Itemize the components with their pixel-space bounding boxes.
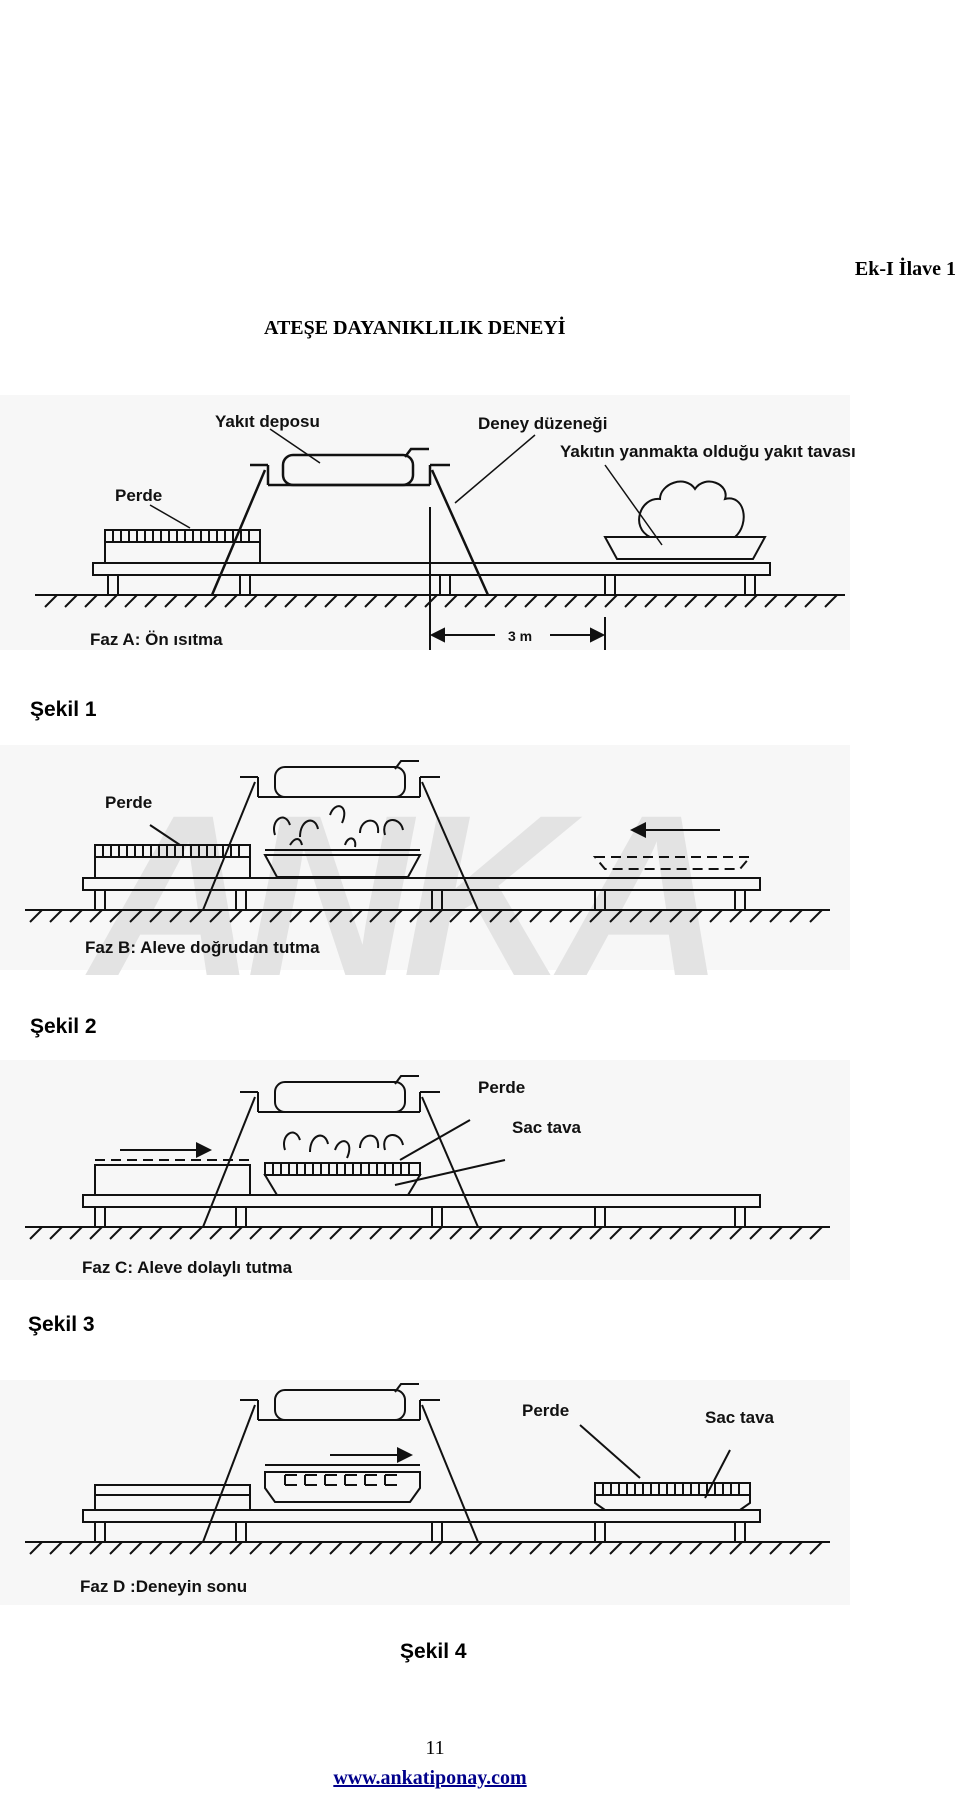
figure-4-diagram: Perde Sac tava Faz D :Deneyin sonu <box>0 1380 850 1605</box>
figure-2-diagram: ANKA Perde Faz B: Aleve doğrudan tutma <box>0 745 850 975</box>
figure-4-label: Şekil 4 <box>400 1640 467 1663</box>
label-distance: 3 m <box>508 628 532 644</box>
rail <box>93 563 770 595</box>
annex-label: Ek-I İlave 1 <box>854 258 956 280</box>
caption-phase-b: Faz B: Aleve doğrudan tutma <box>85 938 320 957</box>
figure-1-diagram: Yakıt deposu Deney düzeneği Yakıtın yanm… <box>0 395 856 650</box>
label-sheet-tray: Sac tava <box>512 1118 582 1137</box>
caption-phase-d: Faz D :Deneyin sonu <box>80 1577 247 1596</box>
screen-rack <box>105 530 260 563</box>
page-title: ATEŞE DAYANIKLILIK DENEYİ <box>264 317 566 339</box>
caption-phase-a: Faz A: Ön ısıtma <box>90 630 223 649</box>
caption-phase-c: Faz C: Aleve dolaylı tutma <box>82 1258 293 1277</box>
label-screen: Perde <box>522 1401 569 1420</box>
label-burning-tray: Yakıtın yanmakta olduğu yakıt tavası <box>560 442 856 461</box>
figure-3-diagram: Perde Sac tava Faz C: Aleve dolaylı tutm… <box>0 1060 850 1280</box>
fuel-tank-stand <box>212 449 488 595</box>
figure-2-label: Şekil 2 <box>30 1015 97 1038</box>
watermark: ANKA <box>85 767 714 975</box>
label-tank: Yakıt deposu <box>215 412 320 431</box>
label-screen: Perde <box>478 1078 525 1097</box>
label-screen: Perde <box>105 793 152 812</box>
distance-dimension <box>430 507 605 650</box>
website-link[interactable]: www.ankatiponay.com <box>333 1767 527 1789</box>
page-number: 11 <box>425 1737 445 1759</box>
figure-1-label: Şekil 1 <box>30 698 97 721</box>
figure-3-label: Şekil 3 <box>28 1313 95 1336</box>
label-screen: Perde <box>115 486 162 505</box>
label-rig: Deney düzeneği <box>478 414 607 433</box>
burning-fuel-tray <box>605 482 765 559</box>
label-sheet-tray: Sac tava <box>705 1408 775 1427</box>
